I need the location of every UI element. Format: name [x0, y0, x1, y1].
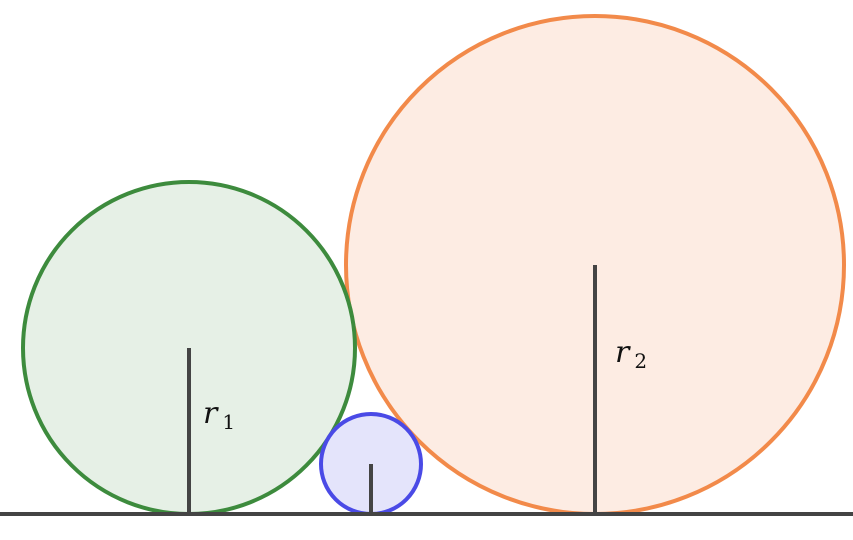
label-r1: r 1 — [203, 396, 235, 434]
label-r2-main: r — [615, 335, 631, 370]
label-r1-sub: 1 — [222, 410, 235, 434]
label-r2: r 2 — [615, 335, 647, 373]
label-r2-sub: 2 — [634, 349, 647, 373]
label-r1-main: r — [203, 396, 219, 431]
